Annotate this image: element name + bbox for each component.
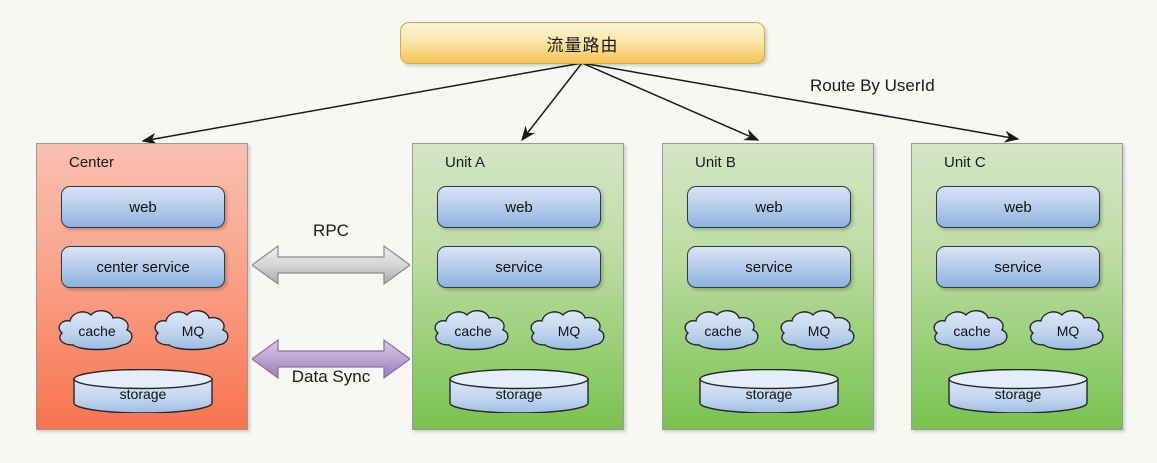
center-cache-cloud[interactable]: cache: [53, 307, 141, 353]
rpc-label: RPC: [313, 221, 349, 240]
database-icon: [449, 369, 589, 413]
center-service-box[interactable]: center service: [61, 246, 225, 288]
panel-unit-c[interactable]: Unit C web service cache MQ storage: [911, 143, 1123, 430]
cloud-icon: [58, 310, 133, 351]
panel-unit-c-title: Unit C: [944, 154, 986, 171]
panel-unit-b[interactable]: Unit B web service cache MQ storage: [662, 143, 874, 430]
unit-a-mq-label: MQ: [557, 323, 581, 339]
unit-c-web-box[interactable]: web: [936, 186, 1100, 228]
unit-c-storage-cylinder[interactable]: storage: [947, 369, 1089, 413]
unit-b-mq-cloud[interactable]: MQ: [775, 307, 863, 353]
center-cache-label: cache: [78, 323, 116, 339]
unit-c-web-label: web: [1004, 198, 1032, 216]
unit-b-cache-cloud[interactable]: cache: [679, 307, 767, 353]
center-storage-label: storage: [119, 385, 167, 402]
cloud-icon: [933, 310, 1008, 351]
cloud-icon: [530, 310, 605, 351]
unit-b-storage-label: storage: [745, 385, 793, 402]
database-icon: [73, 369, 213, 413]
center-mq-label: MQ: [181, 323, 205, 339]
unit-b-storage-cylinder[interactable]: storage: [698, 369, 840, 413]
cloud-icon: [1029, 310, 1104, 351]
center-web-label: web: [129, 198, 157, 216]
cloud-icon: [684, 310, 759, 351]
panel-center-title: Center: [69, 154, 115, 171]
unit-b-mq-label: MQ: [807, 323, 831, 339]
unit-b-service-label: service: [745, 258, 793, 276]
panel-center[interactable]: Center web center service cache: [36, 143, 248, 430]
traffic-router-box[interactable]: 流量路由: [400, 22, 765, 64]
cloud-icon: [154, 310, 229, 351]
unit-a-storage-cylinder[interactable]: storage: [448, 369, 590, 413]
unit-c-service-label: service: [994, 258, 1042, 276]
unit-a-service-box[interactable]: service: [437, 246, 601, 288]
unit-a-web-label: web: [505, 198, 533, 216]
cloud-icon: [434, 310, 509, 351]
unit-a-cache-cloud[interactable]: cache: [429, 307, 517, 353]
route-by-userid-label: Route By UserId: [810, 76, 935, 95]
unit-c-cache-label: cache: [953, 323, 991, 339]
unit-a-cache-label: cache: [454, 323, 492, 339]
unit-c-mq-label: MQ: [1056, 323, 1080, 339]
cloud-icon: [780, 310, 855, 351]
center-web-box[interactable]: web: [61, 186, 225, 228]
unit-a-storage-label: storage: [495, 385, 543, 402]
panel-unit-a[interactable]: Unit A web service cache MQ storage: [412, 143, 624, 430]
unit-b-web-label: web: [755, 198, 783, 216]
unit-c-service-box[interactable]: service: [936, 246, 1100, 288]
database-icon: [699, 369, 839, 413]
database-icon: [948, 369, 1088, 413]
unit-b-web-box[interactable]: web: [687, 186, 851, 228]
center-service-label: center service: [96, 258, 190, 276]
unit-a-service-label: service: [495, 258, 543, 276]
rpc-bidirectional-arrow: [252, 243, 410, 287]
unit-c-cache-cloud[interactable]: cache: [928, 307, 1016, 353]
unit-c-mq-cloud[interactable]: MQ: [1024, 307, 1112, 353]
unit-b-cache-label: cache: [704, 323, 742, 339]
center-storage-cylinder[interactable]: storage: [72, 369, 214, 413]
data-sync-label: Data Sync: [291, 367, 371, 386]
data-sync-bidirectional-arrow: [252, 337, 410, 381]
unit-c-storage-label: storage: [994, 385, 1042, 402]
unit-a-mq-cloud[interactable]: MQ: [525, 307, 613, 353]
traffic-router-label: 流量路由: [546, 35, 619, 55]
panel-unit-a-title: Unit A: [445, 154, 486, 171]
unit-b-service-box[interactable]: service: [687, 246, 851, 288]
center-mq-cloud[interactable]: MQ: [149, 307, 237, 353]
panel-unit-b-title: Unit B: [695, 154, 736, 171]
unit-a-web-box[interactable]: web: [437, 186, 601, 228]
